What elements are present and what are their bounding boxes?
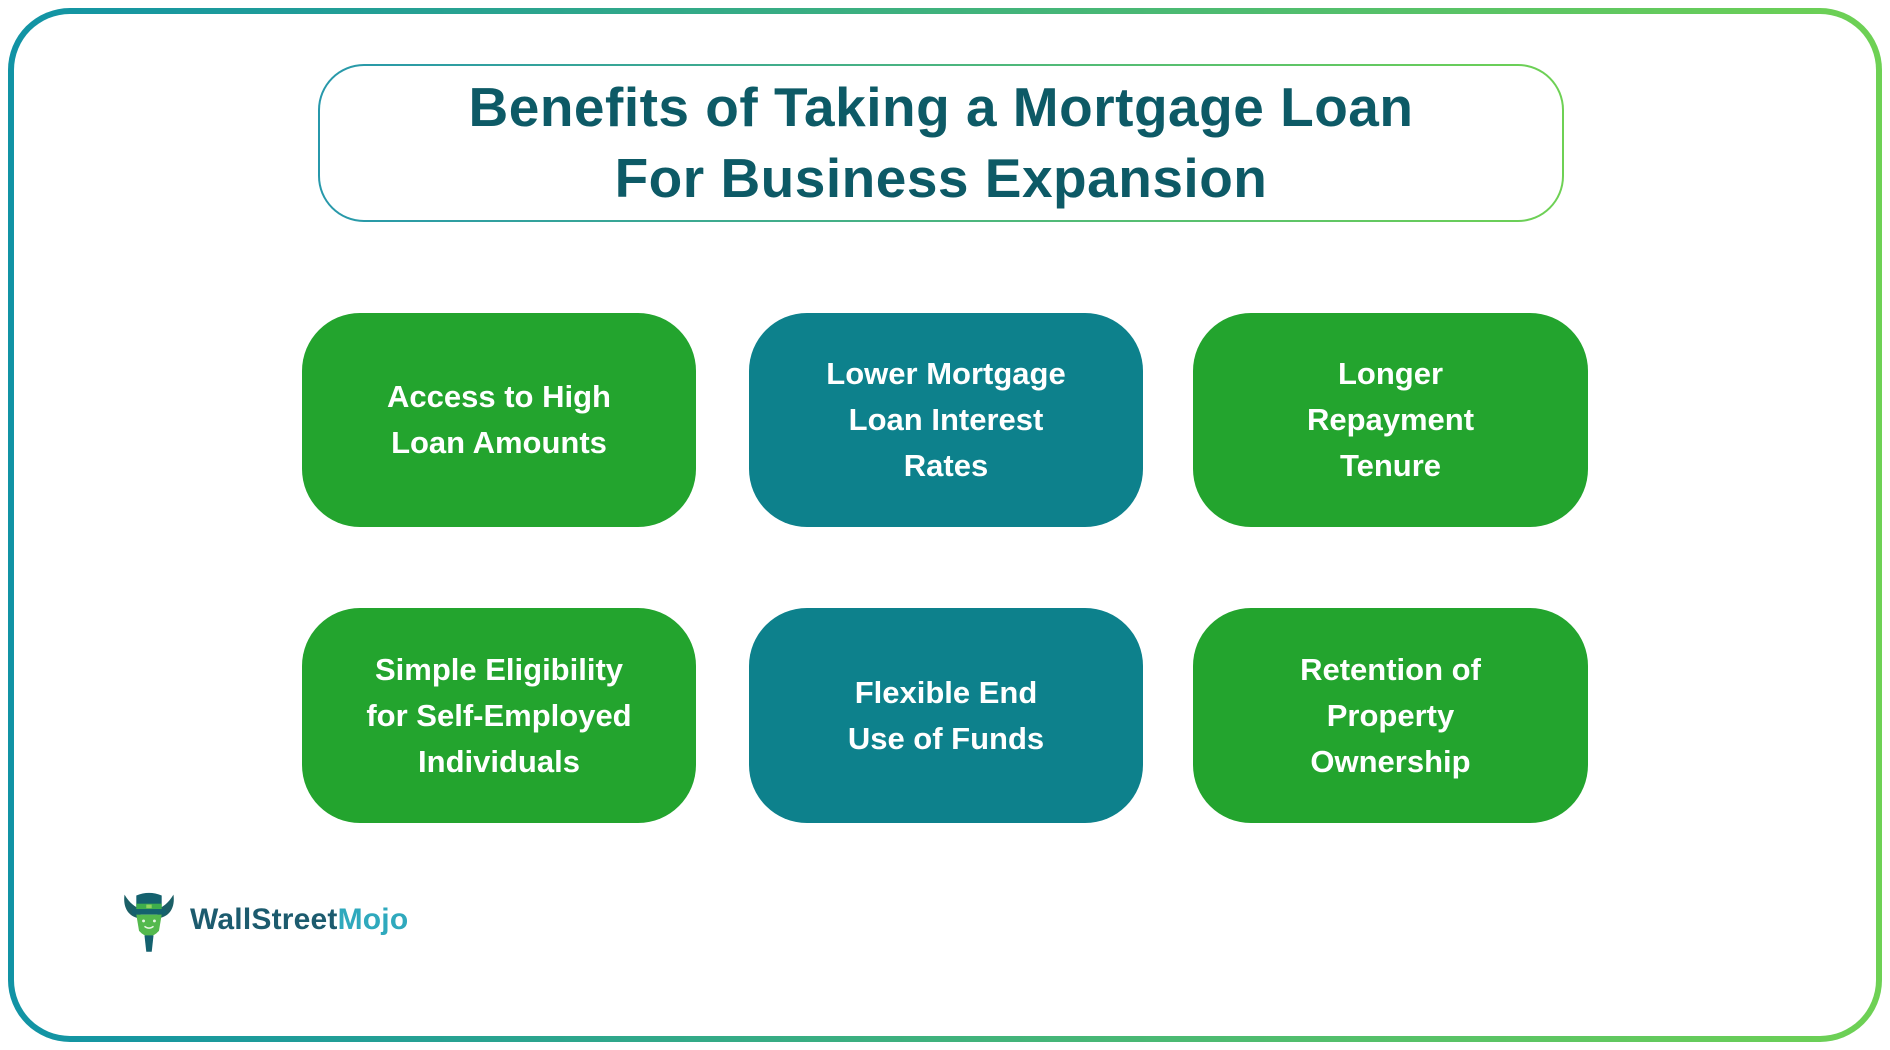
brand-wordmark: WallStreetMojo bbox=[190, 903, 408, 937]
brand-wallstreet-text: WallStreet bbox=[190, 903, 338, 936]
brand-mojo-text: Mojo bbox=[337, 903, 409, 936]
benefit-card-retention-of-property-ownership: Retention of Property Ownership bbox=[1193, 608, 1588, 823]
title-box-inner: Benefits of Taking a Mortgage Loan For B… bbox=[320, 66, 1562, 220]
title-box: Benefits of Taking a Mortgage Loan For B… bbox=[318, 64, 1564, 222]
page-title: Benefits of Taking a Mortgage Loan For B… bbox=[468, 76, 1414, 209]
benefit-card-longer-repayment-tenure: Longer Repayment Tenure bbox=[1193, 313, 1588, 527]
bull-mascot-icon bbox=[124, 892, 174, 952]
benefit-card-lower-mortgage-loan-interest-rates: Lower Mortgage Loan Interest Rates bbox=[749, 313, 1143, 527]
wallstreetmojo-logo: WallStreetMojo bbox=[120, 886, 408, 954]
benefit-card-flexible-end-use-of-funds: Flexible End Use of Funds bbox=[749, 608, 1143, 823]
benefit-card-access-to-high-loan-amounts: Access to High Loan Amounts bbox=[302, 313, 696, 527]
benefit-card-simple-eligibility-self-employed: Simple Eligibility for Self-Employed Ind… bbox=[302, 608, 696, 823]
